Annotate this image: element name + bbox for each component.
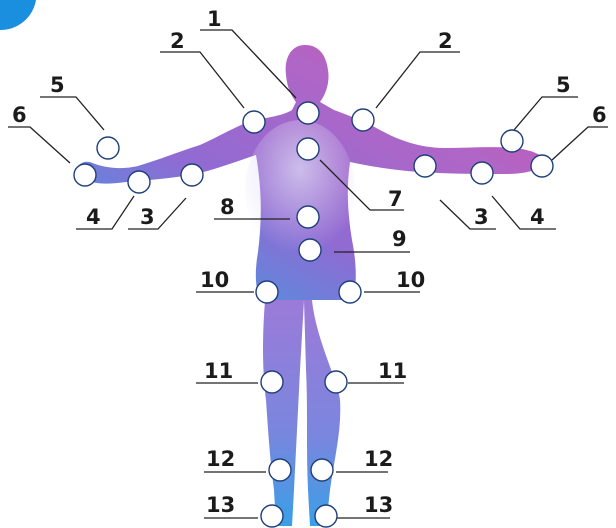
label-12-left: 12: [206, 447, 235, 471]
point-4-right[interactable]: [471, 162, 493, 184]
label-10-right: 10: [396, 268, 425, 292]
point-10-left[interactable]: [256, 281, 278, 303]
point-13-left[interactable]: [261, 505, 283, 527]
label-7: 7: [388, 187, 403, 211]
point-5-left[interactable]: [97, 137, 119, 159]
point-8[interactable]: [297, 206, 319, 228]
point-1[interactable]: [297, 102, 319, 124]
label-11-right: 11: [378, 359, 407, 383]
point-13-right[interactable]: [315, 505, 337, 527]
point-9[interactable]: [299, 239, 321, 261]
leader-6-left: [8, 127, 70, 163]
right-leg-shape: [304, 300, 340, 526]
point-3-right[interactable]: [414, 155, 436, 177]
leader-4-right: [492, 196, 556, 229]
point-4-left[interactable]: [128, 171, 150, 193]
label-1: 1: [207, 7, 222, 31]
label-12-right: 12: [364, 447, 393, 471]
point-6-right[interactable]: [531, 155, 553, 177]
label-5-right: 5: [556, 73, 571, 97]
leader-1: [200, 30, 296, 98]
leader-2-right: [376, 52, 460, 108]
point-3-left[interactable]: [181, 164, 203, 186]
point-11-left[interactable]: [261, 371, 283, 393]
label-10-left: 10: [200, 268, 229, 292]
point-2-right[interactable]: [352, 109, 374, 131]
corner-accent-shape: [0, 0, 36, 30]
point-10-right[interactable]: [339, 281, 361, 303]
point-12-right[interactable]: [311, 459, 333, 481]
leader-2-left: [160, 52, 244, 108]
label-13-right: 13: [364, 493, 393, 517]
point-6-left[interactable]: [74, 164, 96, 186]
label-6-right: 6: [592, 103, 607, 127]
leader-4-left: [76, 196, 134, 229]
leader-5-right: [514, 97, 578, 130]
label-3-left: 3: [140, 205, 155, 229]
label-5-left: 5: [50, 73, 65, 97]
label-13-left: 13: [206, 493, 235, 517]
point-5-right[interactable]: [501, 130, 523, 152]
point-2-left[interactable]: [243, 111, 265, 133]
label-9: 9: [392, 227, 407, 251]
label-8: 8: [220, 195, 235, 219]
label-11-left: 11: [204, 359, 233, 383]
label-3-right: 3: [474, 205, 489, 229]
point-11-right[interactable]: [325, 371, 347, 393]
point-12-left[interactable]: [269, 459, 291, 481]
label-6-left: 6: [12, 103, 27, 127]
leader-3-left: [128, 198, 186, 229]
leader-6-right: [552, 127, 608, 160]
leader-5-left: [40, 97, 104, 130]
point-7[interactable]: [297, 138, 319, 160]
left-leg-shape: [263, 290, 304, 526]
label-2-right: 2: [438, 29, 453, 53]
label-4-right: 4: [530, 205, 545, 229]
label-4-left: 4: [86, 205, 101, 229]
label-2-left: 2: [170, 29, 185, 53]
